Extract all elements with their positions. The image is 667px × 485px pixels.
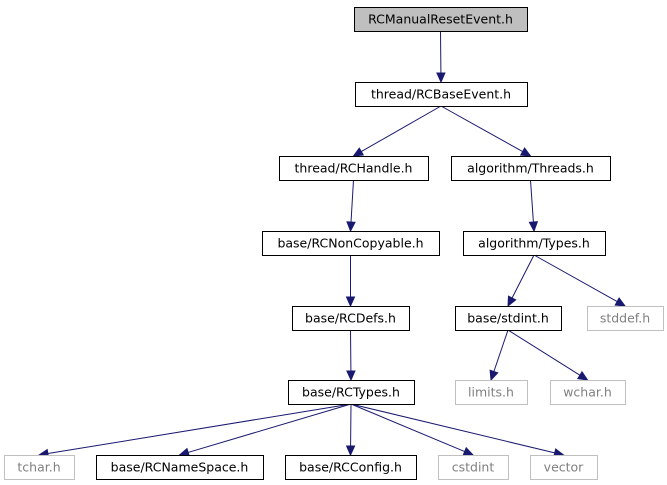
node-box [587, 306, 664, 331]
dependency-edge [489, 329, 509, 382]
edge-arrowhead [462, 446, 475, 456]
node-box [355, 82, 528, 107]
edge-arrowhead [346, 370, 356, 382]
node-box [262, 231, 440, 256]
header-node[interactable]: algorithm/Threads.h [451, 156, 611, 181]
dependency-edge [178, 403, 352, 457]
header-node[interactable]: base/RCDefs.h [292, 306, 410, 331]
node-box [96, 455, 264, 480]
dependency-edge [352, 105, 442, 157]
header-node[interactable]: base/RCTypes.h [288, 380, 415, 405]
edge-arrowhead [436, 72, 446, 84]
external-header-node: wchar.h [550, 380, 626, 405]
dependency-edge [507, 329, 589, 381]
header-node[interactable]: base/RCNameSpace.h [96, 455, 264, 480]
node-box [455, 380, 528, 405]
external-header-node: stddef.h [587, 306, 664, 331]
edge-arrowhead [345, 445, 356, 457]
node-label: limits.h [468, 385, 514, 400]
dependency-edge [350, 403, 475, 456]
node-box [292, 306, 410, 331]
node-label: base/RCDefs.h [305, 311, 396, 326]
external-header-node: tchar.h [4, 455, 75, 480]
node-box [463, 231, 606, 256]
node-label: base/RCNonCopyable.h [277, 236, 423, 251]
edge-arrowhead [352, 147, 365, 157]
dependency-edge [345, 255, 356, 308]
node-label: cstdint [452, 460, 495, 475]
node-box [438, 455, 509, 480]
node-box [455, 306, 562, 331]
header-node[interactable]: thread/RCBaseEvent.h [355, 82, 528, 107]
node-label: RCManualResetEvent.h [368, 12, 513, 27]
root-node: RCManualResetEvent.h [354, 7, 528, 32]
node-label: algorithm/Types.h [478, 236, 590, 251]
dependency-edge [533, 254, 627, 307]
node-box [354, 7, 528, 32]
edge-arrowhead [614, 297, 627, 307]
node-label: base/RCTypes.h [302, 385, 400, 400]
node-label: base/RCConfig.h [299, 460, 402, 475]
edge-arrowhead [489, 369, 499, 382]
node-box [451, 156, 611, 181]
edge-arrowhead [345, 296, 356, 308]
node-label: algorithm/Threads.h [467, 161, 594, 176]
dependency-edge [440, 105, 532, 157]
header-node[interactable]: base/RCNonCopyable.h [262, 231, 440, 256]
edge-arrowhead [519, 147, 532, 157]
edges-layer [37, 30, 627, 459]
node-box [550, 380, 626, 405]
external-header-node: cstdint [438, 455, 509, 480]
header-node[interactable]: base/stdint.h [455, 306, 562, 331]
external-header-node: limits.h [455, 380, 528, 405]
node-label: tchar.h [17, 460, 60, 475]
dependency-edge [436, 30, 446, 84]
node-box [530, 455, 598, 480]
header-node[interactable]: thread/RCHandle.h [279, 156, 429, 181]
edge-arrowhead [507, 295, 517, 308]
node-box [279, 156, 429, 181]
dependency-edge [346, 179, 356, 233]
edge-arrowhead [576, 370, 589, 381]
node-box [285, 455, 417, 480]
node-label: thread/RCBaseEvent.h [371, 87, 511, 102]
edge-arrowhead [346, 221, 356, 233]
node-label: base/stdint.h [467, 311, 549, 326]
dependency-edge [346, 329, 356, 382]
node-label: base/RCNameSpace.h [111, 460, 249, 475]
node-label: vector [544, 460, 585, 475]
edge-arrowhead [528, 221, 539, 233]
dependency-edge [345, 403, 356, 457]
node-label: wchar.h [563, 385, 612, 400]
node-label: thread/RCHandle.h [295, 161, 413, 176]
header-node[interactable]: base/RCConfig.h [285, 455, 417, 480]
external-header-node: vector [530, 455, 598, 480]
dependency-edge [507, 254, 535, 308]
node-box [4, 455, 75, 480]
header-node[interactable]: algorithm/Types.h [463, 231, 606, 256]
dependency-edge [528, 179, 539, 233]
dependency-edge [350, 403, 565, 458]
dependency-edge [37, 403, 352, 459]
node-label: stddef.h [600, 311, 650, 326]
node-box [288, 380, 415, 405]
nodes-layer: RCManualResetEvent.h thread/RCBaseEvent.h… [4, 7, 664, 480]
